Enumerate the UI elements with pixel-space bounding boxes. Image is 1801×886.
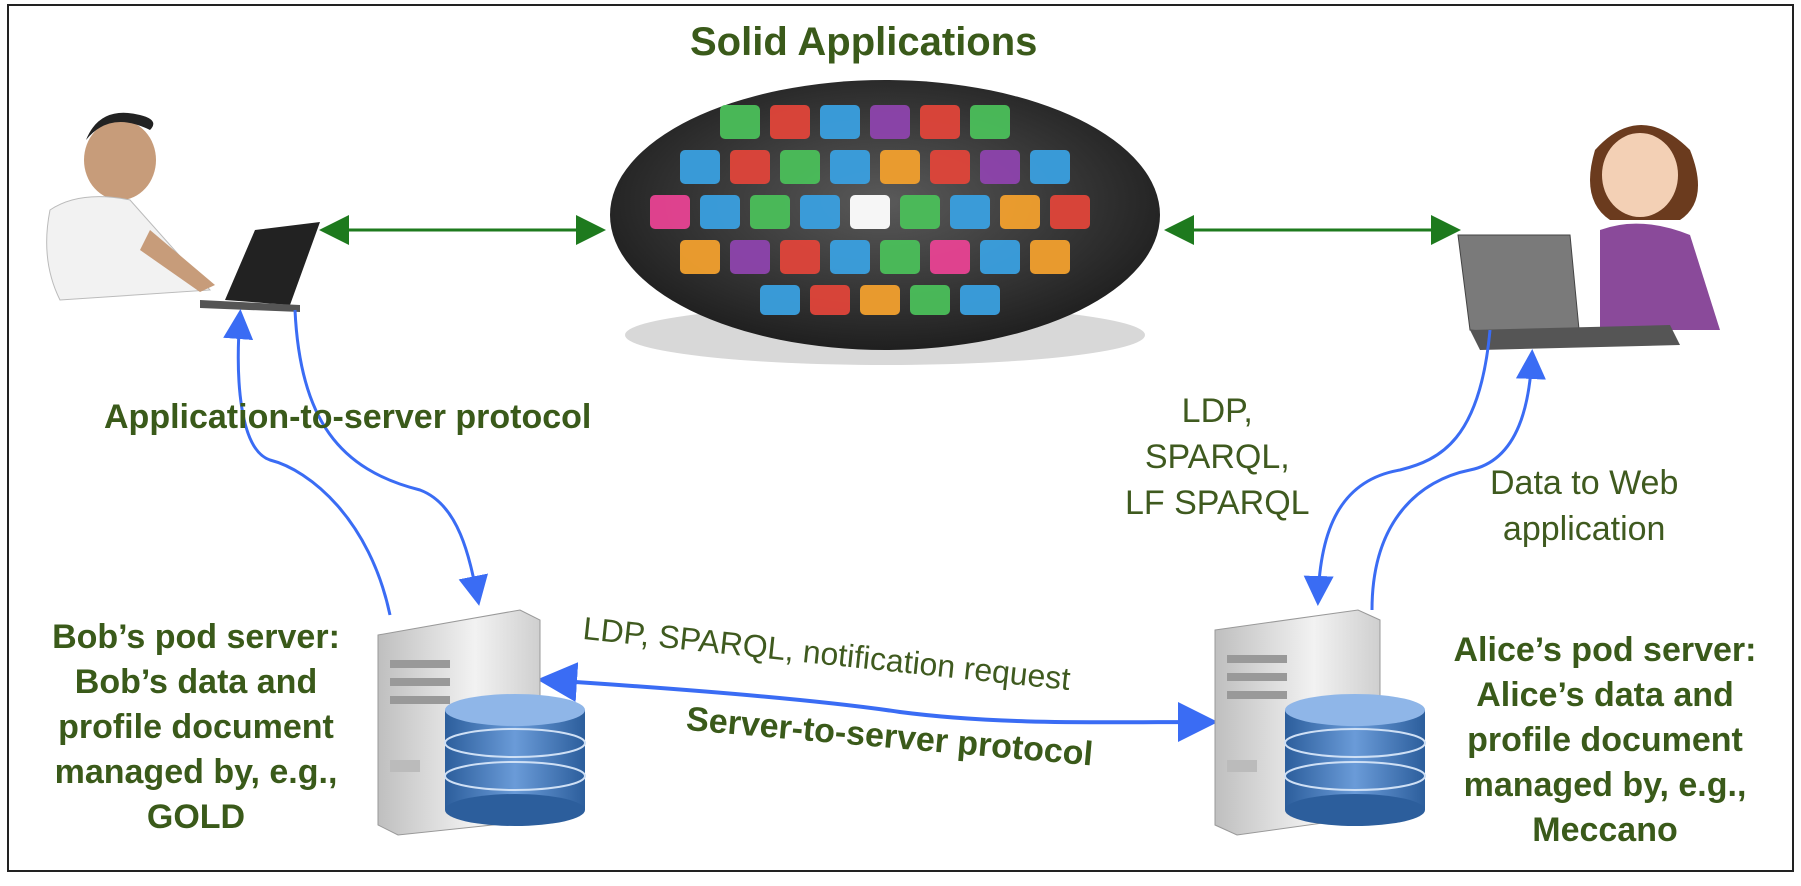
alice-pod-line: Alice’s pod server: [1453,631,1757,669]
alice-pod-line: Meccano [1532,811,1678,849]
app-to-server-label: Application-to-server protocol [104,398,592,436]
bob-database-icon [444,694,586,826]
alice-pod-label: Alice’s pod server: Alice’s data and pro… [1420,628,1790,853]
server-to-server-arrow [537,662,1218,743]
ldp-label-stack: LDP, SPARQL, LF SPARQL [1125,388,1310,526]
bob-pod-line: managed by, e.g., [54,753,338,791]
bob-pod-line: Bob’s data and [74,663,318,701]
bob-pod-line: GOLD [146,798,246,836]
bob-pod-line: profile document [58,708,334,746]
data-to-web-label: Data to Web application [1490,460,1678,552]
diagram-frame [7,4,1794,872]
alice-pod-line: managed by, e.g., [1463,766,1747,804]
alice-pod-line: profile document [1467,721,1743,759]
data-to-web-line: Data to Web [1490,464,1679,502]
ldp-label-line: SPARQL, [1144,438,1290,476]
alice-laptop-to-server-arrow [1303,329,1492,606]
bob-person-icon [46,112,215,301]
ldp-label-line: LDP, [1181,392,1253,430]
ldp-label-line: LF SPARQL [1125,484,1310,522]
bob-pod-label: Bob’s pod server: Bob’s data and profile… [26,615,366,840]
bob-server-to-laptop-arrow [223,309,392,616]
alice-server-to-laptop-arrow [1370,349,1546,611]
bob-laptop-icon [200,222,320,312]
data-to-web-line: application [1502,510,1666,548]
alice-person-icon [1590,125,1720,330]
app-sphere-icon [610,80,1160,365]
diagram-title: Solid Applications [690,20,1038,64]
bob-pod-line: Bob’s pod server: [52,618,340,656]
alice-pod-line: Alice’s data and [1476,676,1734,714]
bob-laptop-to-server-arrow [293,309,489,606]
alice-laptop-icon [1457,234,1680,350]
alice-database-icon [1284,694,1426,826]
